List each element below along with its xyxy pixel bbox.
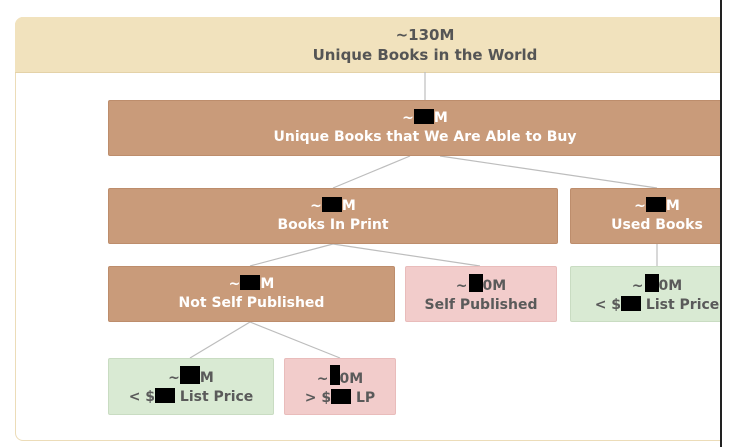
node-unique-books-world: ~130M Unique Books in the World (15, 17, 720, 72)
node-count: ~0M (456, 273, 506, 296)
redaction (644, 273, 659, 292)
node-self-published: ~0M Self Published (405, 266, 557, 322)
node-label: Unique Books in the World (312, 45, 538, 64)
node-label: < $ List Price (128, 388, 254, 405)
root-header (15, 17, 720, 73)
redaction (179, 366, 200, 384)
node-label: < $ List Price (594, 295, 720, 313)
connector (332, 243, 481, 267)
redaction (645, 197, 666, 212)
node-nsp-under-price: ~M < $ List Price (108, 358, 274, 415)
node-not-self-published: ~M Not Self Published (108, 266, 395, 322)
node-count: ~0M (317, 365, 363, 389)
node-label: > $ LP (304, 389, 376, 406)
connector (439, 155, 658, 189)
node-count: ~M (168, 366, 214, 388)
redaction (155, 388, 176, 403)
redaction (240, 275, 261, 290)
node-label: Self Published (424, 296, 538, 313)
node-count: ~M (310, 197, 356, 214)
window-edge (720, 0, 722, 447)
connector (249, 243, 334, 267)
redaction (331, 389, 352, 404)
node-label: Books In Print (277, 217, 389, 233)
redaction (321, 197, 342, 212)
connector (249, 321, 341, 359)
node-books-in-print: ~M Books In Print (108, 188, 558, 244)
node-count: ~130M (395, 25, 455, 44)
redaction (413, 109, 434, 124)
node-count: ~0M (632, 273, 682, 296)
node-nsp-over-price: ~0M > $ LP (284, 358, 396, 415)
node-label: Not Self Published (178, 295, 325, 311)
redaction (329, 365, 340, 385)
node-count: ~M (228, 275, 275, 292)
node-count: ~M (634, 197, 680, 214)
connector (189, 321, 251, 359)
node-label: Used Books (611, 217, 703, 233)
node-count: ~M (402, 109, 448, 126)
node-label: Unique Books that We Are Able to Buy (273, 129, 577, 145)
connector (332, 155, 411, 189)
node-used-books: ~M Used Books (570, 188, 720, 244)
redaction (468, 273, 483, 292)
redaction (621, 295, 642, 311)
node-able-to-buy: ~M Unique Books that We Are Able to Buy (108, 100, 720, 156)
node-used-under-price: ~0M < $ List Price (570, 266, 720, 322)
